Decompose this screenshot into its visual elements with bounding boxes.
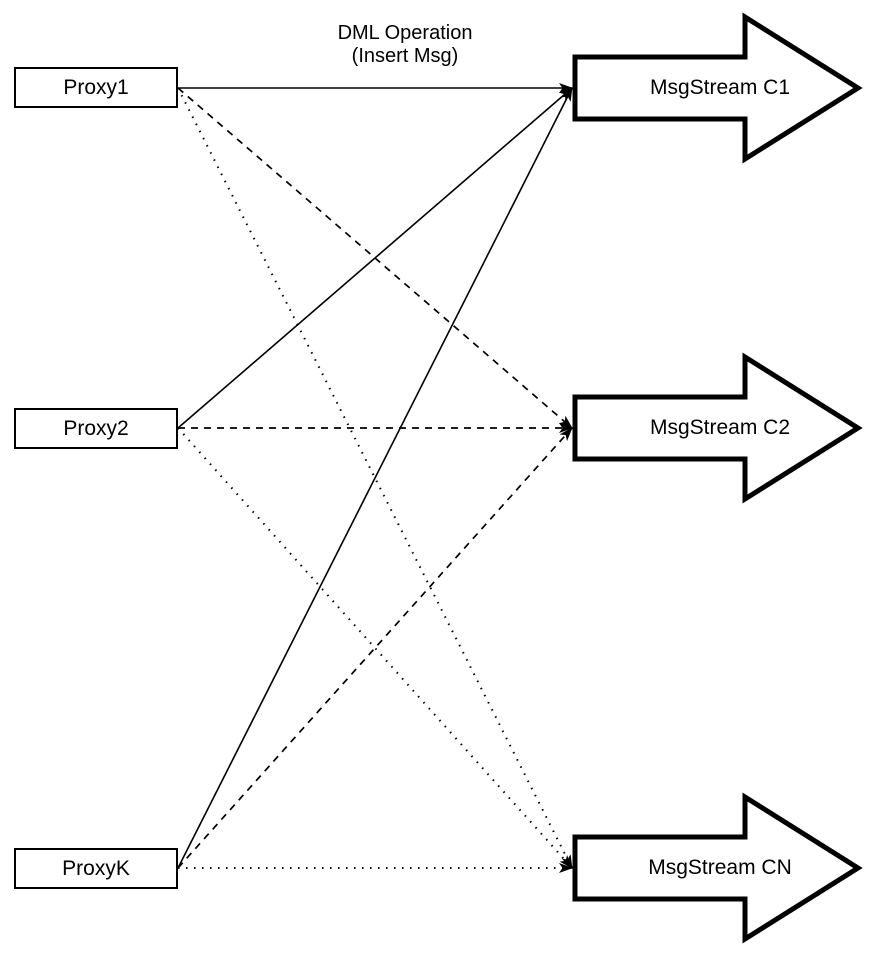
msgstream-cn-arrow xyxy=(572,792,863,944)
proxy2-node: Proxy2 xyxy=(14,408,178,449)
dml-operation-label-line1: DML Operation xyxy=(337,22,473,44)
msgstream-c2-arrow xyxy=(572,352,863,504)
proxy1-node: Proxy1 xyxy=(14,67,178,108)
msgstream-c1-arrow xyxy=(572,12,863,164)
connector-proxy2-cn xyxy=(177,427,573,869)
proxyk-node: ProxyK xyxy=(14,848,178,889)
msgstream-c1-label: MsgStream C1 xyxy=(649,76,791,99)
proxy2-label: Proxy2 xyxy=(63,416,129,440)
dml-operation-label: DML Operation (Insert Msg) xyxy=(250,22,560,68)
dml-operation-label-line2: (Insert Msg) xyxy=(351,45,459,67)
msgstream-cn-label: MsgStream CN xyxy=(648,856,792,879)
connector-proxy2-c1 xyxy=(177,87,573,429)
proxy1-label: Proxy1 xyxy=(63,75,129,99)
connector-proxy1-cn xyxy=(177,87,573,869)
msgstream-c2-label: MsgStream C2 xyxy=(649,416,791,439)
proxyk-label: ProxyK xyxy=(62,856,130,880)
connector-proxyk-c1 xyxy=(177,87,573,869)
